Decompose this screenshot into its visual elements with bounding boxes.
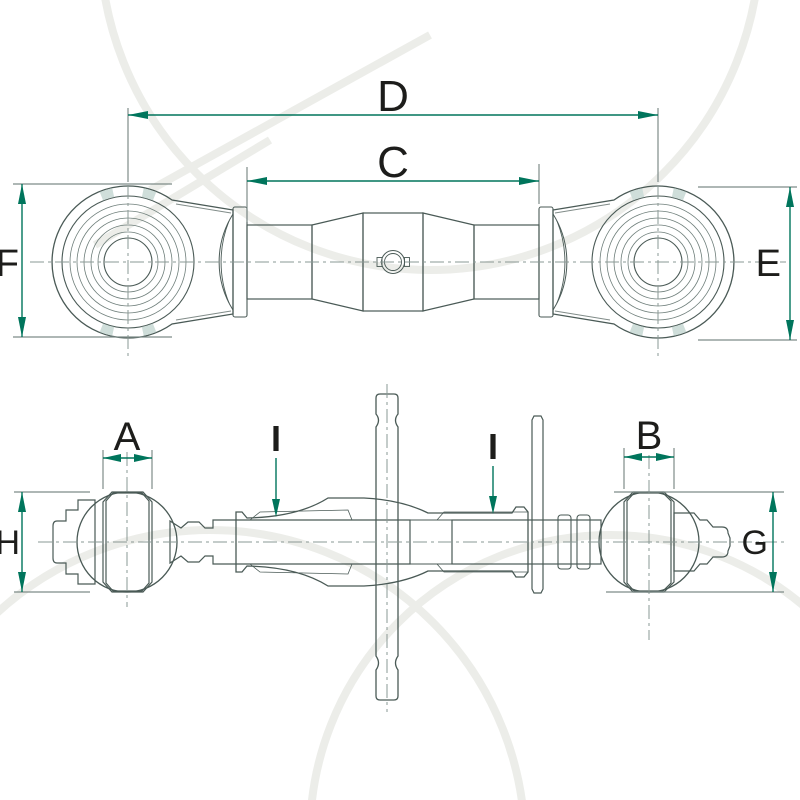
- arrowhead: [18, 572, 26, 592]
- arrowhead: [18, 492, 26, 512]
- watermark-arc: [0, 526, 526, 800]
- arrowhead: [769, 572, 777, 592]
- thread-gap-left-bottom: [248, 563, 353, 575]
- dimension-D: D: [127, 72, 659, 182]
- ball-sleeve: [105, 492, 150, 592]
- arrowhead: [638, 111, 658, 119]
- yoke-edge-line: [175, 203, 232, 214]
- turn-handle-section: [375, 393, 399, 701]
- ball-socket-arc: [220, 220, 230, 304]
- leader-I-right: I: [488, 426, 498, 514]
- dimension-B: B: [623, 414, 675, 489]
- arrowhead: [128, 111, 148, 119]
- ring-notch: [99, 323, 115, 336]
- arrowhead: [786, 320, 794, 340]
- leader-I-left: I: [271, 418, 281, 517]
- dimension-label-h: H: [0, 524, 20, 562]
- leader-label-i2: I: [488, 426, 498, 467]
- dimension-A: A: [102, 415, 153, 489]
- dimension-E: E: [698, 186, 797, 341]
- dimension-label-c: C: [377, 138, 409, 187]
- arrowhead: [18, 184, 26, 204]
- watermark-arc: [308, 531, 800, 800]
- arrowhead: [624, 453, 642, 461]
- dimension-F: F: [0, 183, 172, 338]
- arrowhead: [656, 453, 674, 461]
- lock-pin-section: [531, 415, 544, 594]
- thread-gap-left-top: [248, 509, 353, 521]
- left-end-knob-section: [52, 499, 96, 585]
- watermark-arc: [101, 0, 759, 274]
- arrowhead: [489, 496, 497, 514]
- watermark-line: [92, 136, 273, 249]
- dimension-label-a: A: [114, 415, 141, 459]
- arrowhead: [103, 454, 121, 462]
- arrowhead: [786, 187, 794, 207]
- leader-label-i1: I: [271, 418, 281, 459]
- section-view: A B H G: [0, 384, 788, 712]
- ring-notch: [141, 323, 157, 336]
- yoke-edge-line: [175, 310, 232, 321]
- ball-sleeve: [626, 492, 672, 592]
- dimension-label-d: D: [377, 72, 409, 121]
- ring-notch: [141, 188, 157, 201]
- arrowhead: [519, 177, 539, 185]
- watermark-line: [148, 31, 432, 194]
- arrowhead: [247, 177, 267, 185]
- top-view: D C F E: [0, 72, 797, 356]
- dimension-G: G: [606, 491, 784, 593]
- right-end-knob-section: [673, 512, 731, 572]
- ring-notch: [99, 188, 115, 201]
- arrowhead: [18, 317, 26, 337]
- dimension-label-e: E: [756, 243, 781, 285]
- dimension-label-g: G: [742, 524, 768, 562]
- dimension-H: H: [0, 491, 90, 593]
- dimension-label-b: B: [636, 414, 663, 458]
- threaded-rod-left-section: [169, 519, 411, 565]
- arrowhead: [272, 499, 280, 517]
- dimension-label-f: F: [0, 243, 19, 285]
- dimension-C: C: [246, 138, 540, 222]
- arrowhead: [769, 492, 777, 512]
- arrowhead: [134, 454, 152, 462]
